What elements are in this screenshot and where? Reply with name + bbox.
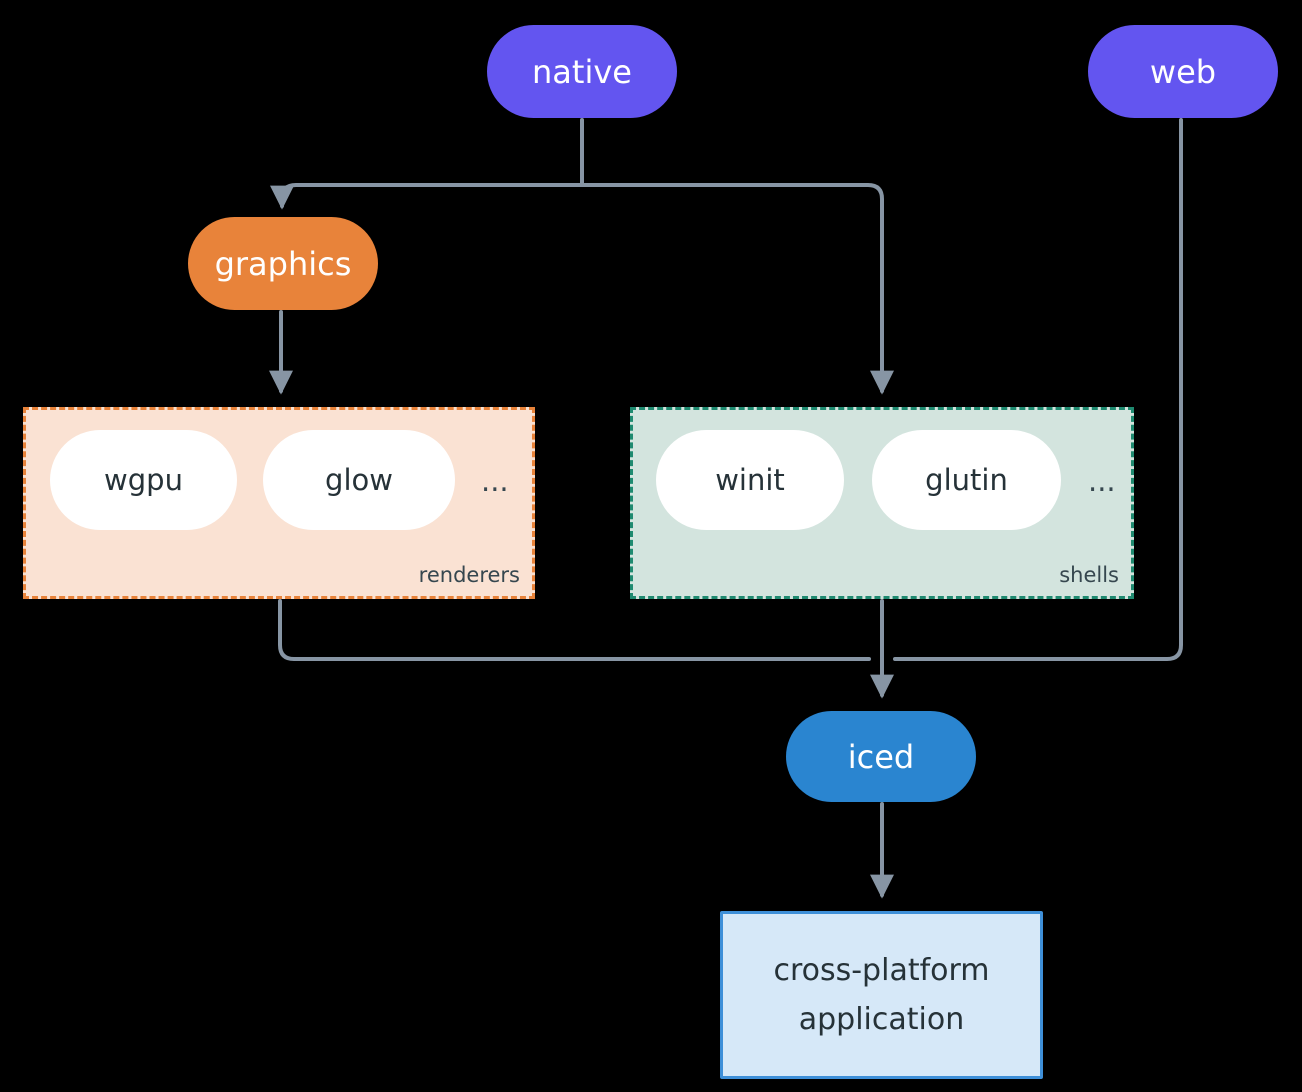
node-iced[interactable]: iced — [786, 711, 976, 802]
node-web[interactable]: web — [1088, 25, 1278, 118]
cluster-renderers-label: renderers — [418, 562, 520, 587]
node-native[interactable]: native — [487, 25, 677, 118]
cluster-shells-label: shells — [1059, 562, 1119, 587]
application-label-line2: application — [798, 1002, 965, 1037]
node-winit[interactable]: winit — [656, 430, 844, 530]
shells-more-ellipsis: ... — [1088, 464, 1116, 498]
edge-native-to-graphics — [270, 183, 584, 210]
node-cross-platform-application[interactable]: cross-platform application — [720, 911, 1043, 1079]
renderers-more-ellipsis: ... — [481, 464, 509, 498]
node-graphics[interactable]: graphics — [188, 217, 378, 310]
node-wgpu[interactable]: wgpu — [50, 430, 237, 530]
edge-renderers-to-iced — [278, 599, 871, 661]
edge-native-to-shells — [580, 183, 894, 395]
application-label-line1: cross-platform — [773, 952, 990, 988]
node-glutin[interactable]: glutin — [872, 430, 1061, 530]
node-glow[interactable]: glow — [263, 430, 455, 530]
